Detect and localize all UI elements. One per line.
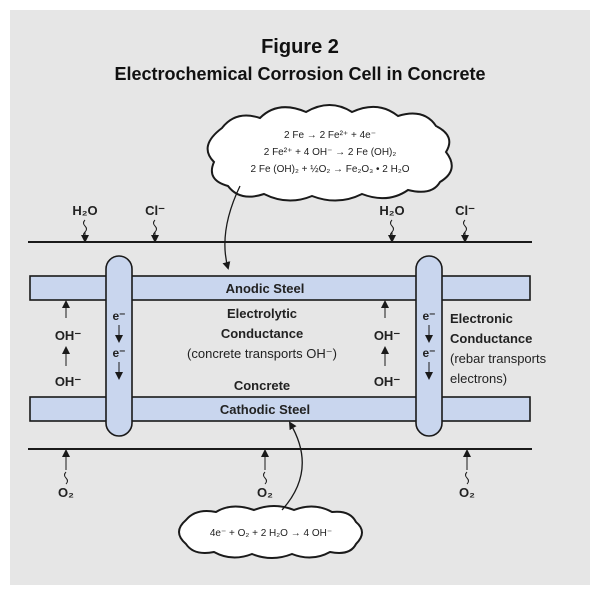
electron-label: e⁻	[422, 346, 435, 360]
top-input-water-left: H₂O	[72, 203, 97, 218]
hydroxide-label: OH⁻	[55, 328, 82, 343]
anodic-equation-3: 2 Fe (OH)₂ + ½O₂ → Fe₂O₃ • 2 H₂O	[251, 164, 410, 175]
electrolytic-label-line3: (concrete transports OH⁻)	[187, 346, 337, 361]
figure-subtitle: Electrochemical Corrosion Cell in Concre…	[114, 64, 485, 84]
electronic-label-line4: electrons)	[450, 371, 507, 386]
right-rebar-connector	[415, 255, 443, 437]
cathodic-reaction-arrow	[281, 421, 303, 511]
top-input-chloride-right: Cl⁻	[455, 203, 475, 218]
hydroxide-label: OH⁻	[374, 328, 401, 343]
cathodic-equation: 4e⁻ + O₂ + 2 H₂O → 4 OH⁻	[210, 528, 332, 539]
cathodic-steel-label: Cathodic Steel	[220, 402, 310, 417]
squiggle-icon	[64, 471, 68, 485]
electronic-label-line3: (rebar transports	[450, 351, 547, 366]
squiggle-icon	[263, 471, 267, 485]
figure-title: Figure 2	[261, 36, 339, 58]
squiggle-icon	[465, 471, 469, 485]
concrete-label: Concrete	[234, 378, 290, 393]
anodic-steel-label: Anodic Steel	[226, 281, 305, 296]
top-input-water-right: H₂O	[379, 203, 404, 218]
left-rebar-connector	[105, 255, 133, 437]
hydroxide-label: OH⁻	[374, 374, 401, 389]
electron-label: e⁻	[422, 309, 435, 323]
electron-label: e⁻	[112, 309, 125, 323]
cathodic-reaction-cloud	[178, 505, 363, 559]
top-input-chloride-left: Cl⁻	[145, 203, 165, 218]
electrolytic-label-line1: Electrolytic	[227, 306, 297, 321]
hydroxide-label: OH⁻	[55, 374, 82, 389]
bottom-input-oxygen-center: O₂	[257, 485, 273, 500]
electron-label: e⁻	[112, 346, 125, 360]
anodic-reaction-arrow	[222, 185, 241, 270]
electronic-label-line2: Conductance	[450, 331, 532, 346]
anodic-equation-1: 2 Fe → 2 Fe²⁺ + 4e⁻	[284, 130, 376, 141]
electrolytic-label-line2: Conductance	[221, 326, 303, 341]
bottom-input-oxygen-right: O₂	[459, 485, 475, 500]
electronic-label-line1: Electronic	[450, 311, 513, 326]
bottom-input-oxygen-left: O₂	[58, 485, 74, 500]
anodic-equation-2: 2 Fe²⁺ + 4 OH⁻ → 2 Fe (OH)₂	[264, 147, 397, 158]
